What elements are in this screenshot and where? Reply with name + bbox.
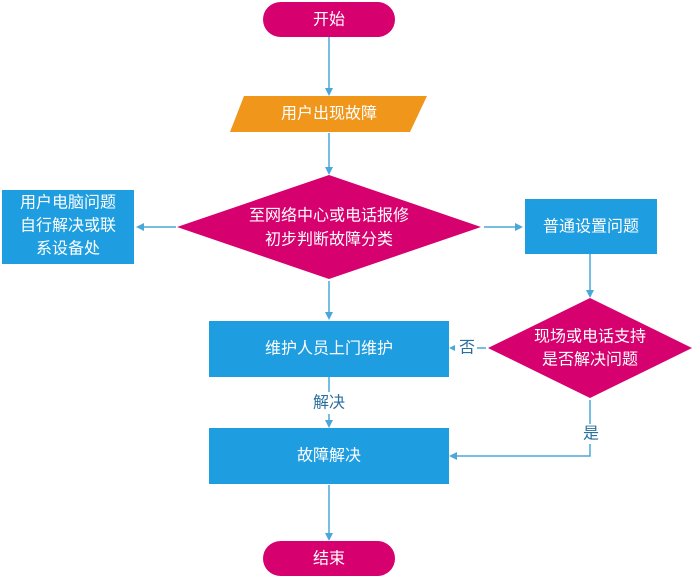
resolved-label: 故障解决 [297,446,361,465]
support-label-line1: 现场或电话支持 [534,327,646,346]
general-label: 普通设置问题 [543,217,639,236]
end-label: 结束 [313,549,345,568]
onsite-label: 维护人员上门维护 [265,339,393,358]
support-decision-node[interactable]: 现场或电话支持 是否解决问题 [488,298,692,398]
support-label-line2: 是否解决问题 [542,350,638,369]
start-label: 开始 [313,10,345,29]
classify-decision-node[interactable]: 至网络中心或电话报修 初步判断故障分类 [177,175,481,279]
fault-label: 用户出现故障 [281,104,377,123]
resolved-node[interactable]: 故障解决 [209,428,449,484]
self-solve-line3: 系设备处 [36,239,100,258]
classify-label-line1: 至网络中心或电话报修 [249,206,409,225]
edge-label-solved: 解决 [313,393,345,412]
start-node[interactable]: 开始 [263,2,395,37]
self-solve-line1: 用户电脑问题 [20,193,116,212]
classify-label-line2: 初步判断故障分类 [265,230,393,249]
edge-support-yes-to-resolved [449,400,591,460]
self-solve-node[interactable]: 用户电脑问题 自行解决或联 系设备处 [2,190,134,264]
end-node[interactable]: 结束 [263,541,395,576]
edge-label-no: 否 [459,338,475,357]
onsite-maintenance-node[interactable]: 维护人员上门维护 [209,321,449,377]
self-solve-line2: 自行解决或联 [20,216,116,235]
edge-label-yes: 是 [583,424,599,443]
fault-io-node[interactable]: 用户出现故障 [230,96,427,132]
general-issue-node[interactable]: 普通设置问题 [525,199,657,254]
